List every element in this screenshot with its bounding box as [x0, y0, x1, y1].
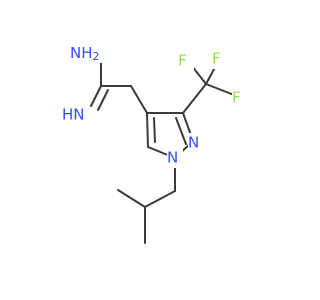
n1-label-bg — [167, 148, 183, 168]
n2-label: N — [188, 134, 199, 152]
f1-label-bg — [178, 51, 194, 71]
molecule-canvas: NH2 HN F F F N N — [62, 43, 248, 244]
bond-c3-n2-b — [175, 117, 187, 145]
f3-label-bg — [232, 88, 248, 108]
f2-label: F — [212, 50, 221, 68]
f2-label-bg — [212, 49, 228, 69]
bond-ch2-ch — [144, 190, 176, 208]
bond-c3-cf3 — [182, 83, 207, 114]
bond-c-nh-double-a — [90, 85, 102, 107]
nh2-label: NH2 — [70, 44, 100, 64]
bond-ch-ch3-a — [117, 189, 146, 208]
bond-c5-c4-a — [146, 112, 149, 148]
n2-label-bg — [188, 133, 204, 153]
n1-label: N — [167, 149, 178, 167]
bond-c-nh-double-b — [97, 89, 109, 111]
bond-cf3-f3 — [205, 83, 235, 96]
f3-label: F — [232, 89, 241, 107]
nh2-label-bg — [70, 43, 104, 63]
bond-ch2-c4 — [130, 85, 148, 114]
f1-label: F — [178, 52, 187, 70]
hn-label-bg — [62, 104, 90, 124]
hn-label: HN — [62, 106, 85, 124]
structure-diagram: NH2 HN F F F N N — [62, 43, 248, 244]
bond-c5-c4-b — [153, 117, 156, 143]
